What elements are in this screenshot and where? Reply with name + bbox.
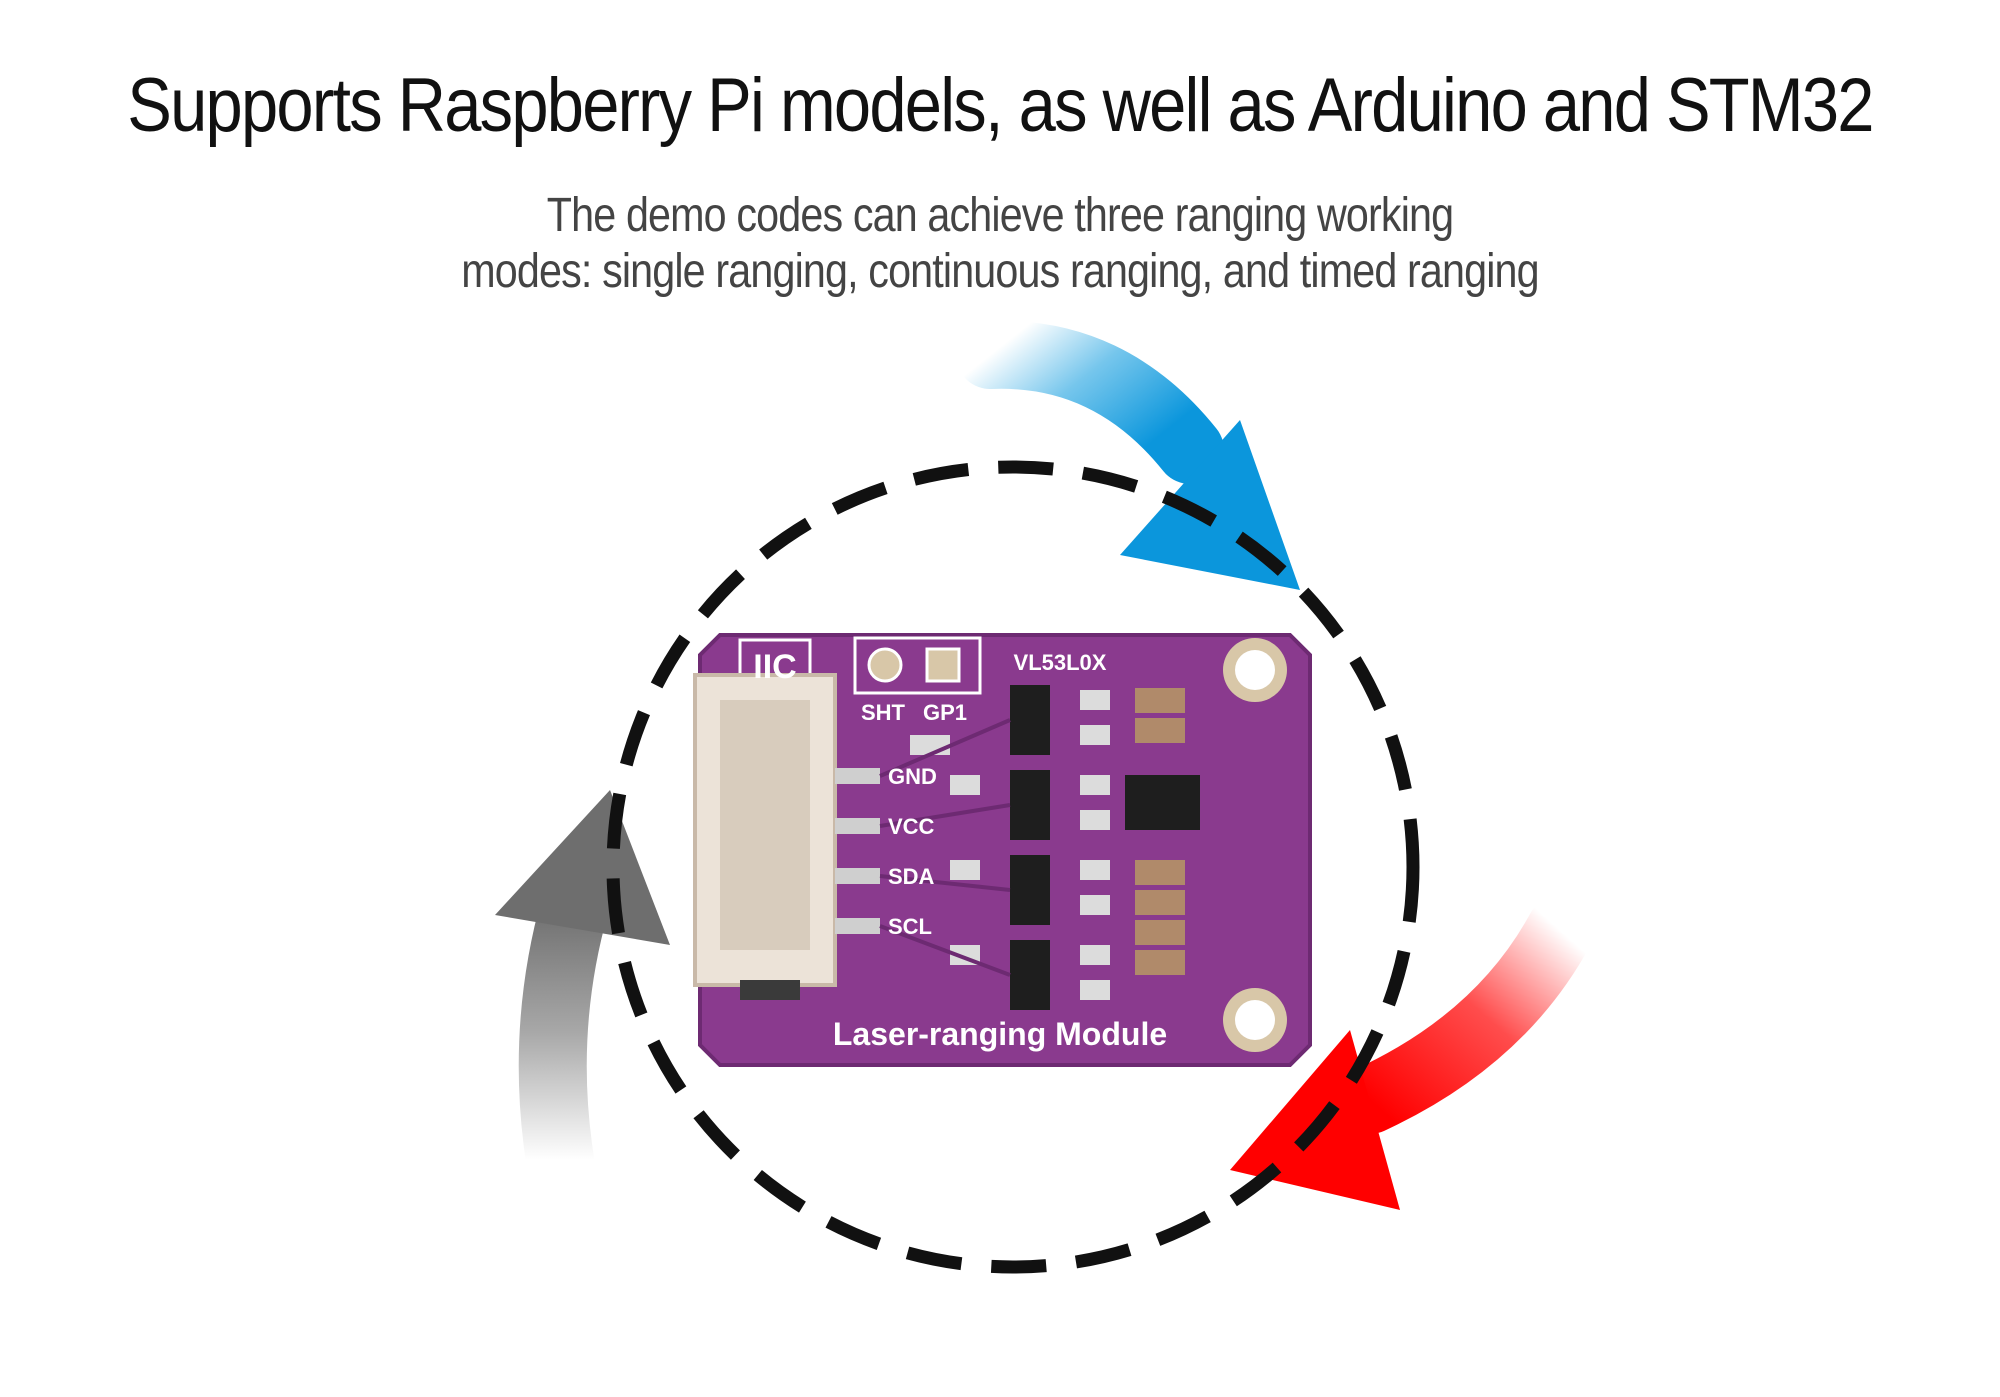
- sht-label: SHT: [861, 700, 906, 725]
- dashed-circle-icon: [606, 460, 1420, 1274]
- pin-label-gnd: GND: [888, 764, 937, 789]
- gp1-label: GP1: [923, 700, 967, 725]
- headline: Supports Raspberry Pi models, as well as…: [127, 63, 1874, 148]
- pcb-board: [693, 633, 1312, 1067]
- subtitle-line-1: The demo codes can achieve three ranging…: [546, 189, 1454, 242]
- pin-label-scl: SCL: [888, 914, 932, 939]
- chip-label: VL53L0X: [1014, 650, 1107, 675]
- module-label: Laser-ranging Module: [833, 1016, 1167, 1052]
- pin-label-vcc: VCC: [888, 814, 935, 839]
- gray-arrow-icon: [495, 790, 670, 1194]
- subtitle-line-2: modes: single ranging, continuous rangin…: [461, 245, 1539, 298]
- iic-label: IIC: [753, 648, 796, 686]
- pin-label-sda: SDA: [888, 864, 935, 889]
